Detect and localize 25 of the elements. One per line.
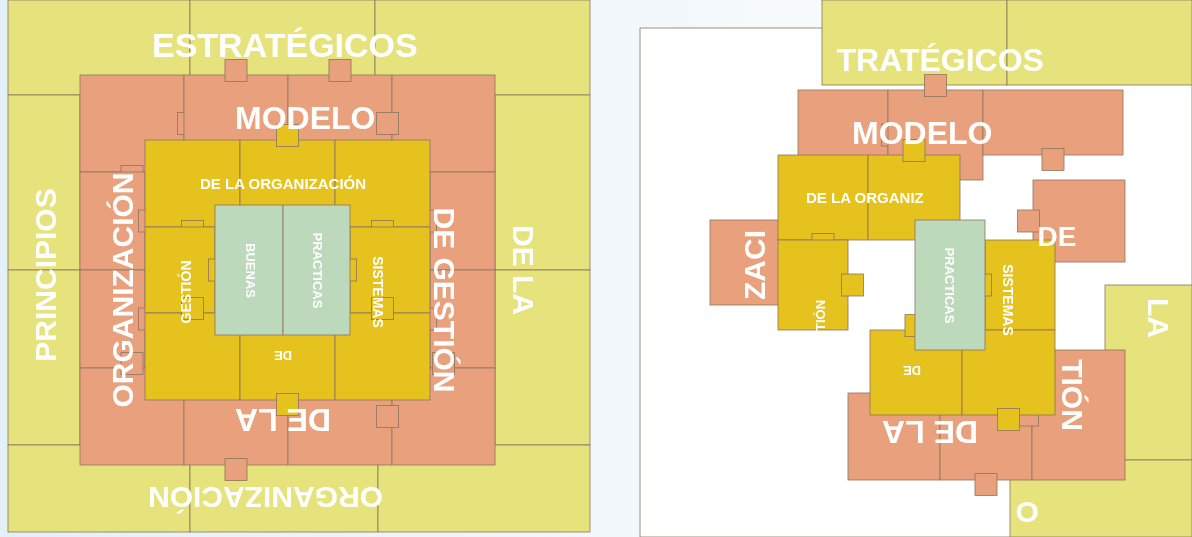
puzzle-word: DE LA ORGANIZ (806, 189, 924, 205)
puzzle-word: DE (274, 348, 293, 362)
puzzle-word: ZACI (740, 230, 770, 300)
puzzle-word: DE (903, 363, 922, 377)
puzzle-word: LA (1143, 298, 1173, 338)
puzzle-word: DE LA (508, 225, 538, 315)
puzzle-word: DE LA ORGANIZACIÓN (200, 175, 367, 191)
puzzle-word: PRINCIPIOS (30, 188, 61, 362)
puzzle-word: PRACTICAS (311, 232, 325, 308)
puzzle-word: DE (1037, 223, 1077, 251)
puzzle-word: ORGANIZACIÓN (147, 482, 383, 512)
puzzle-word: O (1015, 497, 1039, 527)
puzzle-word: ORGANIZACIÓN (107, 172, 137, 408)
puzzle-word: MODELO (235, 102, 376, 134)
puzzle-word: SISTEMAS (1000, 264, 1015, 336)
puzzle-word: GESTIÓN (178, 260, 192, 324)
puzzle-word: TIÓN (1056, 359, 1087, 431)
puzzle-word: TRATÉGICOS (836, 44, 1044, 76)
puzzle-word: SISTEMAS (370, 256, 385, 328)
puzzle-word: ESTRATÉGICOS (152, 28, 418, 62)
puzzle-word: DE LA (235, 404, 331, 436)
puzzle-word: DE LA (882, 416, 978, 448)
puzzle-word: TIÓN (813, 299, 827, 331)
puzzle-word: BUENAS (243, 242, 257, 298)
puzzle-word: PRACTICAS (943, 247, 957, 323)
